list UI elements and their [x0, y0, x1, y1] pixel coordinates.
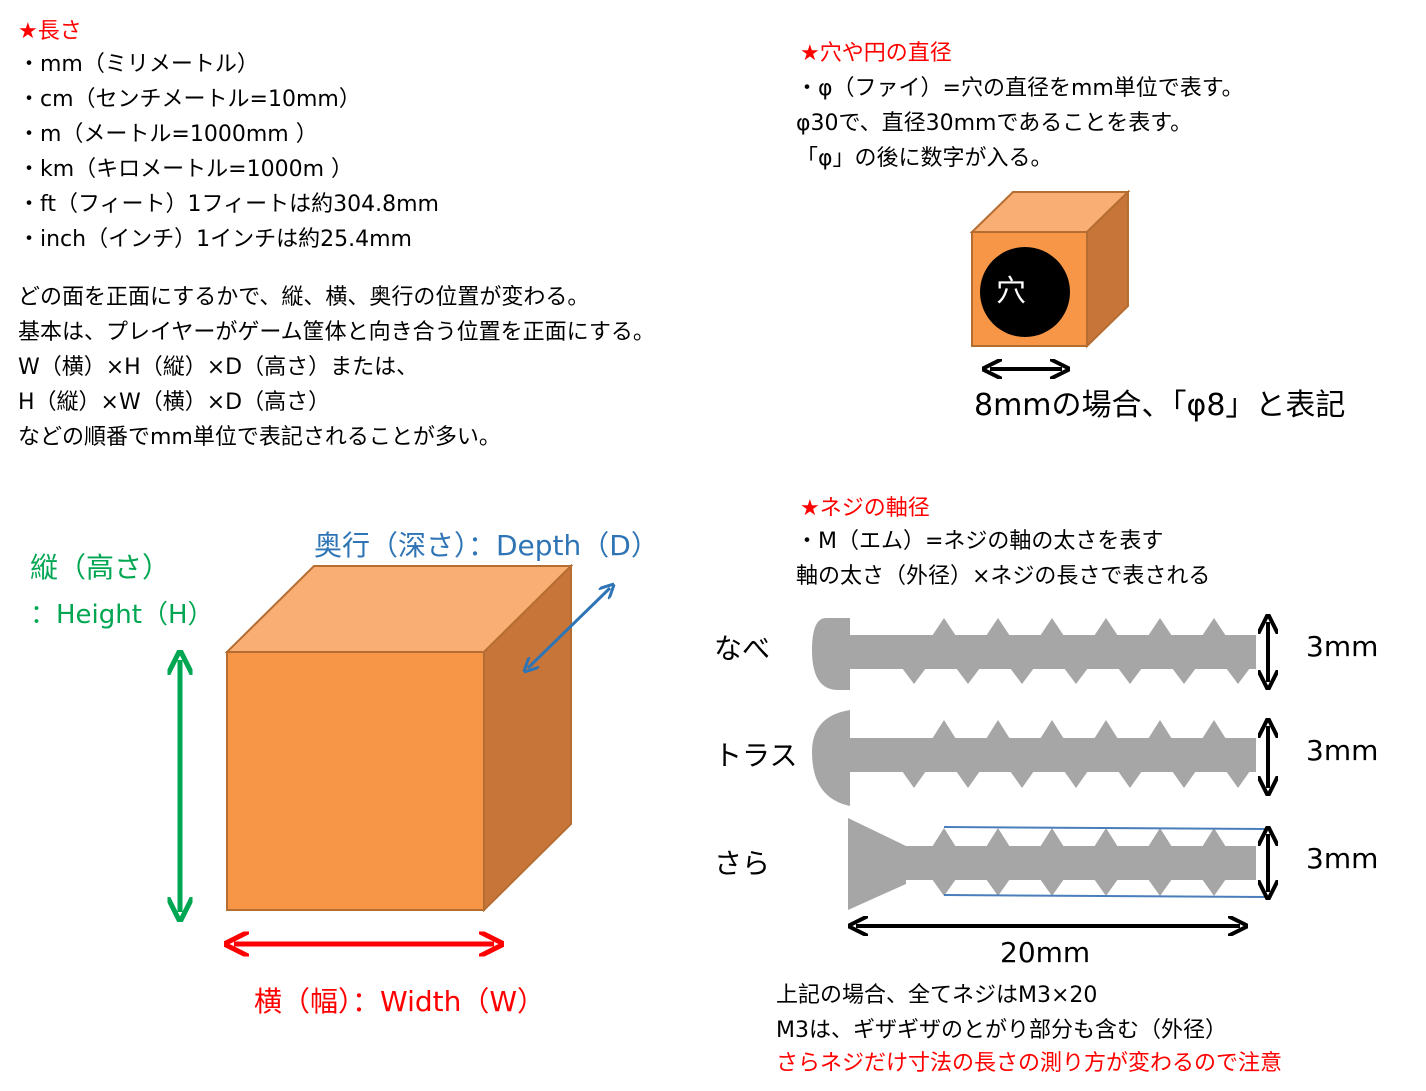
unit-km: ・km（キロメートル=1000m ）: [18, 157, 354, 182]
hole-label: 穴: [996, 274, 1026, 309]
unit-inch: ・inch（インチ）1インチは約25.4mm: [18, 227, 412, 252]
screw-size-truss: 3mm: [1306, 734, 1379, 767]
flat-head-screw: [848, 818, 1256, 910]
unit-ft: ・ft（フィート）1フィートは約304.8mm: [18, 192, 439, 217]
truss-head-screw: [812, 710, 1256, 806]
depth-arrow: [528, 588, 610, 668]
hole-line-3: 「φ」の後に数字が入る。: [796, 146, 1053, 171]
orientation-note-1: どの面を正面にするかで、縦、横、奥行の位置が変わる。: [18, 285, 590, 310]
screw-footer-2: M3は、ギザギザのとがり部分も含む（外径）: [776, 1018, 1227, 1043]
orientation-note-2: 基本は、プレイヤーがゲーム筐体と向き合う位置を正面にする。: [18, 320, 655, 345]
width-label: 横（幅）：Width（W）: [254, 985, 546, 1018]
screw-line-1: ・M（エム）=ネジの軸の太さを表す: [796, 529, 1164, 554]
screw-type-truss: トラス: [714, 739, 798, 772]
screw-warning: さらネジだけ寸法の長さの測り方が変わるので注意: [776, 1051, 1283, 1076]
hole-cube: [969, 189, 1131, 349]
hole-heading: ★穴や円の直径: [800, 41, 952, 66]
screw-type-pan: なべ: [714, 632, 771, 665]
unit-m: ・m（メートル=1000mm ）: [18, 122, 318, 147]
orientation-note-5: などの順番でmm単位で表記されることが多い。: [18, 425, 501, 450]
screw-heading: ★ネジの軸径: [800, 496, 930, 521]
screw-line-2: 軸の太さ（外径）×ネジの長さで表される: [796, 564, 1211, 589]
screw-type-flat: さら: [714, 847, 771, 880]
cube-front-face: [226, 651, 485, 911]
screw-size-pan: 3mm: [1306, 630, 1379, 663]
length-heading: ★長さ: [18, 19, 82, 44]
screw-length-label: 20mm: [1000, 936, 1091, 969]
flat-head-guide-top: [943, 826, 1267, 830]
height-label-english: ：Height（H）: [30, 600, 214, 630]
unit-cm: ・cm（センチメートル=10mm）: [18, 87, 361, 112]
depth-label: 奥行（深さ）：Depth（D）: [314, 529, 659, 562]
dimension-cube: [224, 563, 574, 913]
hole-line-1: ・φ（ファイ）=穴の直径をmm単位で表す。: [796, 76, 1244, 101]
unit-mm: ・mm（ミリメートル）: [18, 52, 259, 77]
flat-head-guide-bottom: [943, 894, 1267, 898]
orientation-note-3: W（横）×H（縦）×D（高さ）または、: [18, 355, 419, 380]
screw-size-flat: 3mm: [1306, 842, 1379, 875]
hole-circle: [980, 247, 1070, 337]
hole-line-2: φ30で、直径30mmであることを表す。: [796, 111, 1193, 136]
hole-caption: 8mmの場合、「φ8」と表記: [974, 388, 1346, 423]
pan-head-screw: [812, 618, 1256, 690]
orientation-note-4: H（縦）×W（横）×D（高さ）: [18, 390, 331, 415]
screw-footer-1: 上記の場合、全てネジはM3×20: [776, 983, 1098, 1008]
height-label: 縦（高さ）: [30, 551, 171, 584]
